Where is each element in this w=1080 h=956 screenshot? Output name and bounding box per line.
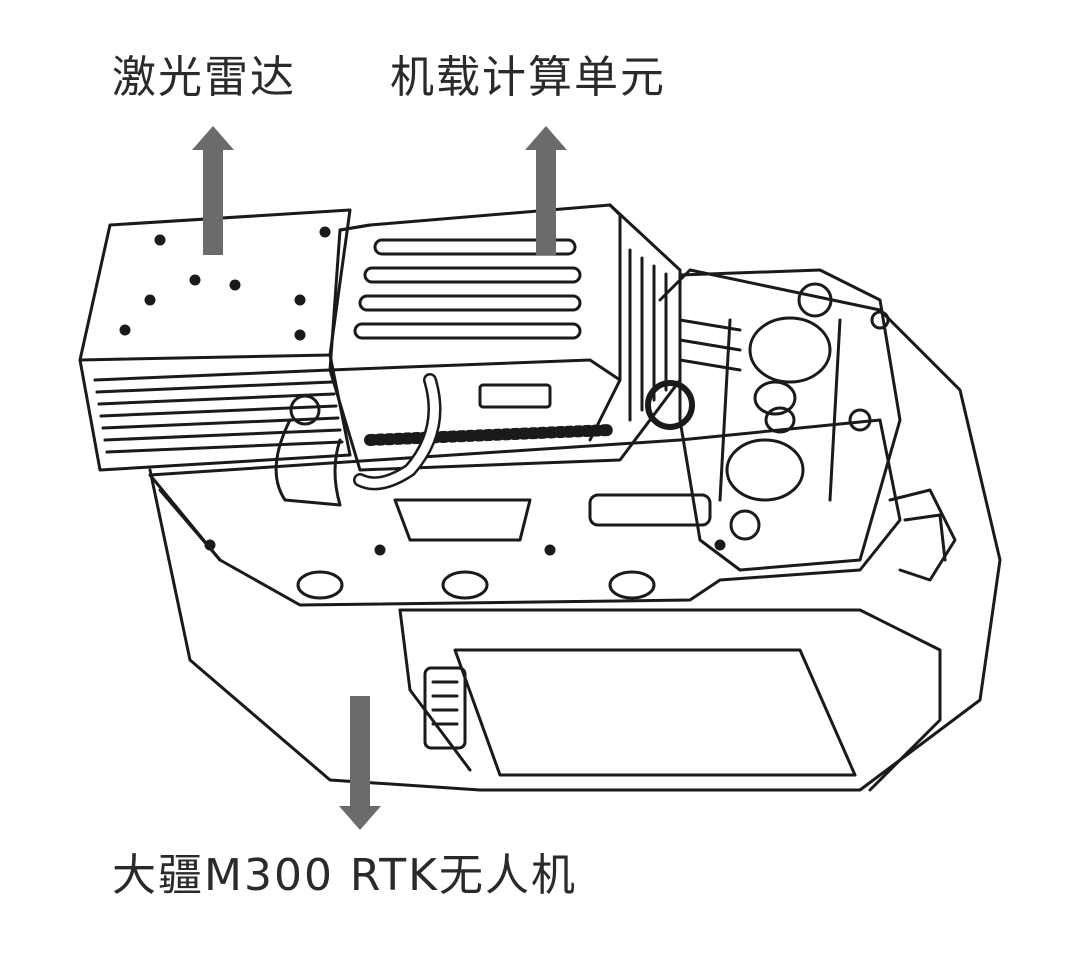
drone-label: 大疆M300 RTK无人机 <box>112 850 578 901</box>
compute-unit-label: 机载计算单元 <box>390 52 666 103</box>
indicator-panel <box>423 666 467 750</box>
lidar-up-arrow <box>192 126 234 255</box>
lidar-unit <box>78 208 352 472</box>
compute-unit <box>328 203 742 472</box>
mounting-plate <box>148 418 902 607</box>
cables <box>274 373 442 507</box>
drone-down-arrow <box>339 696 381 830</box>
compute-up-arrow <box>525 126 567 255</box>
drone-body <box>148 268 1002 792</box>
db-connector <box>393 498 532 542</box>
battery-panel <box>453 648 857 777</box>
side-latch <box>888 488 957 582</box>
gimbal-housing <box>678 268 902 572</box>
lidar-label: 激光雷达 <box>112 52 296 103</box>
